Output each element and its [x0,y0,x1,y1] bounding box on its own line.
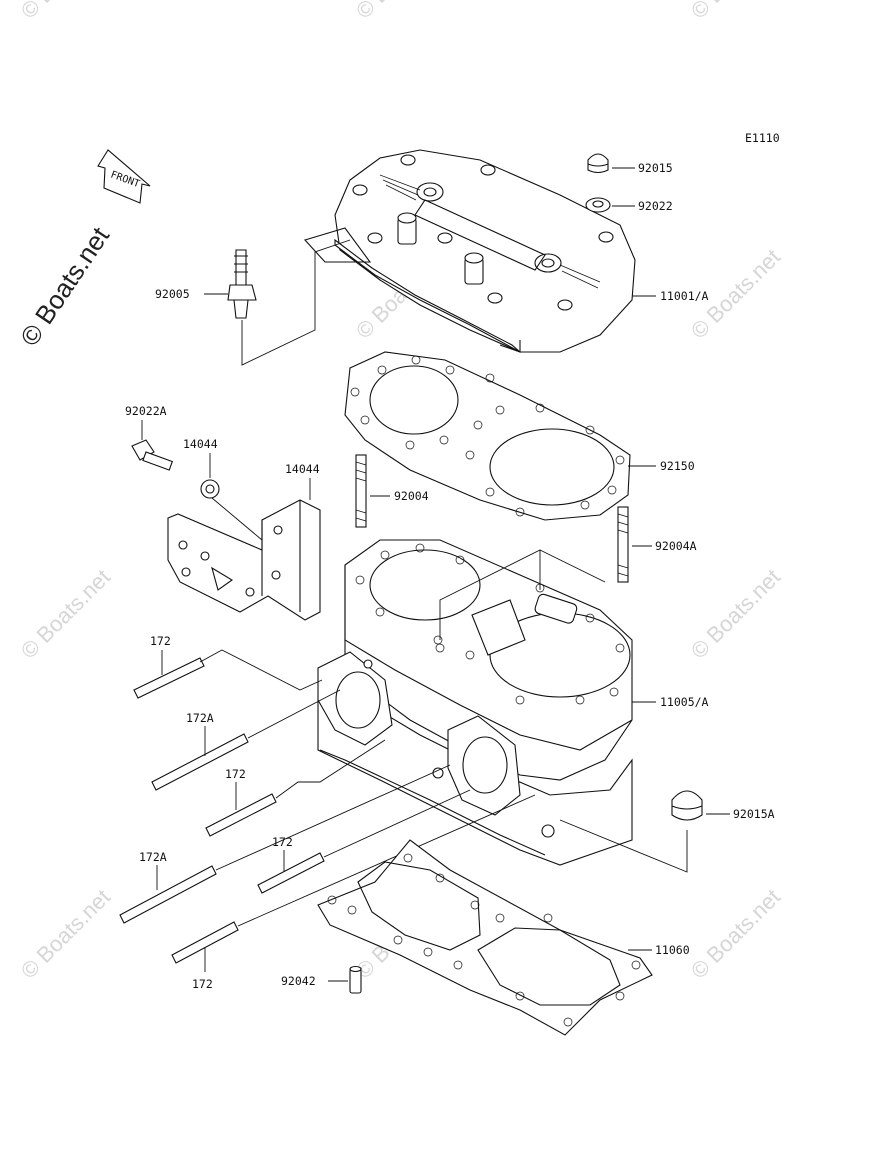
washer-92022A [200,479,220,499]
head-gasket [344,351,631,521]
stud-172-a [133,657,205,699]
stud-92004 [355,454,367,528]
label-92004A: 92004A [655,539,697,553]
stud-172-b [205,793,277,837]
label-92004: 92004 [394,489,429,503]
watermark: © Boats.net [16,884,115,983]
stud-172-c [257,852,325,894]
stud-172A-a [151,733,249,791]
watermark: © Boats.net [16,564,115,663]
bracket-14044 [167,499,321,621]
label-172A-a: 172A [186,711,214,725]
label-11004: 92150 [660,459,695,473]
label-92015: 92015 [638,161,673,175]
label-92022: 92022 [638,199,673,213]
label-11005A: 11005/A [660,695,709,709]
fitting-92005 [227,249,257,319]
label-92042: 92042 [281,974,316,988]
label-172-d: 172 [192,977,213,991]
watermark: © Boats.net [351,0,450,24]
label-92150: 92022A [125,404,167,418]
stud-172-d [171,921,239,964]
label-172-b: 172 [225,767,246,781]
dowel-92042 [349,965,362,994]
diagram-code: E1110 [745,131,780,145]
acorn-nut-92015A [671,790,703,821]
cylinder-block [317,539,633,866]
label-11001A: 11001/A [660,289,709,303]
acorn-nut-92015 [587,153,609,174]
stud-92004A [617,506,629,583]
label-11060: 11060 [655,943,690,957]
front-arrow-icon: FRONT [97,149,151,204]
label-92015A: 92015A [733,807,775,821]
label-172A-b: 172A [139,850,167,864]
watermark: © Boats.net [686,884,785,983]
watermark: © Boats.net [686,564,785,663]
base-gasket [317,839,653,1036]
washer-92022 [585,197,611,213]
label-172-c: 172 [272,835,293,849]
watermark-side: © Boats.net [14,221,115,351]
bolt-92150 [131,439,174,471]
watermark: © Boats.net [16,0,115,24]
label-14044: 14044 [285,462,320,476]
cylinder-head [304,149,636,353]
stud-172A-b [119,865,217,924]
label-172-a: 172 [150,634,171,648]
watermark: © Boats.net [686,0,785,24]
label-92022A: 14044 [183,437,218,451]
label-92005: 92005 [155,287,190,301]
